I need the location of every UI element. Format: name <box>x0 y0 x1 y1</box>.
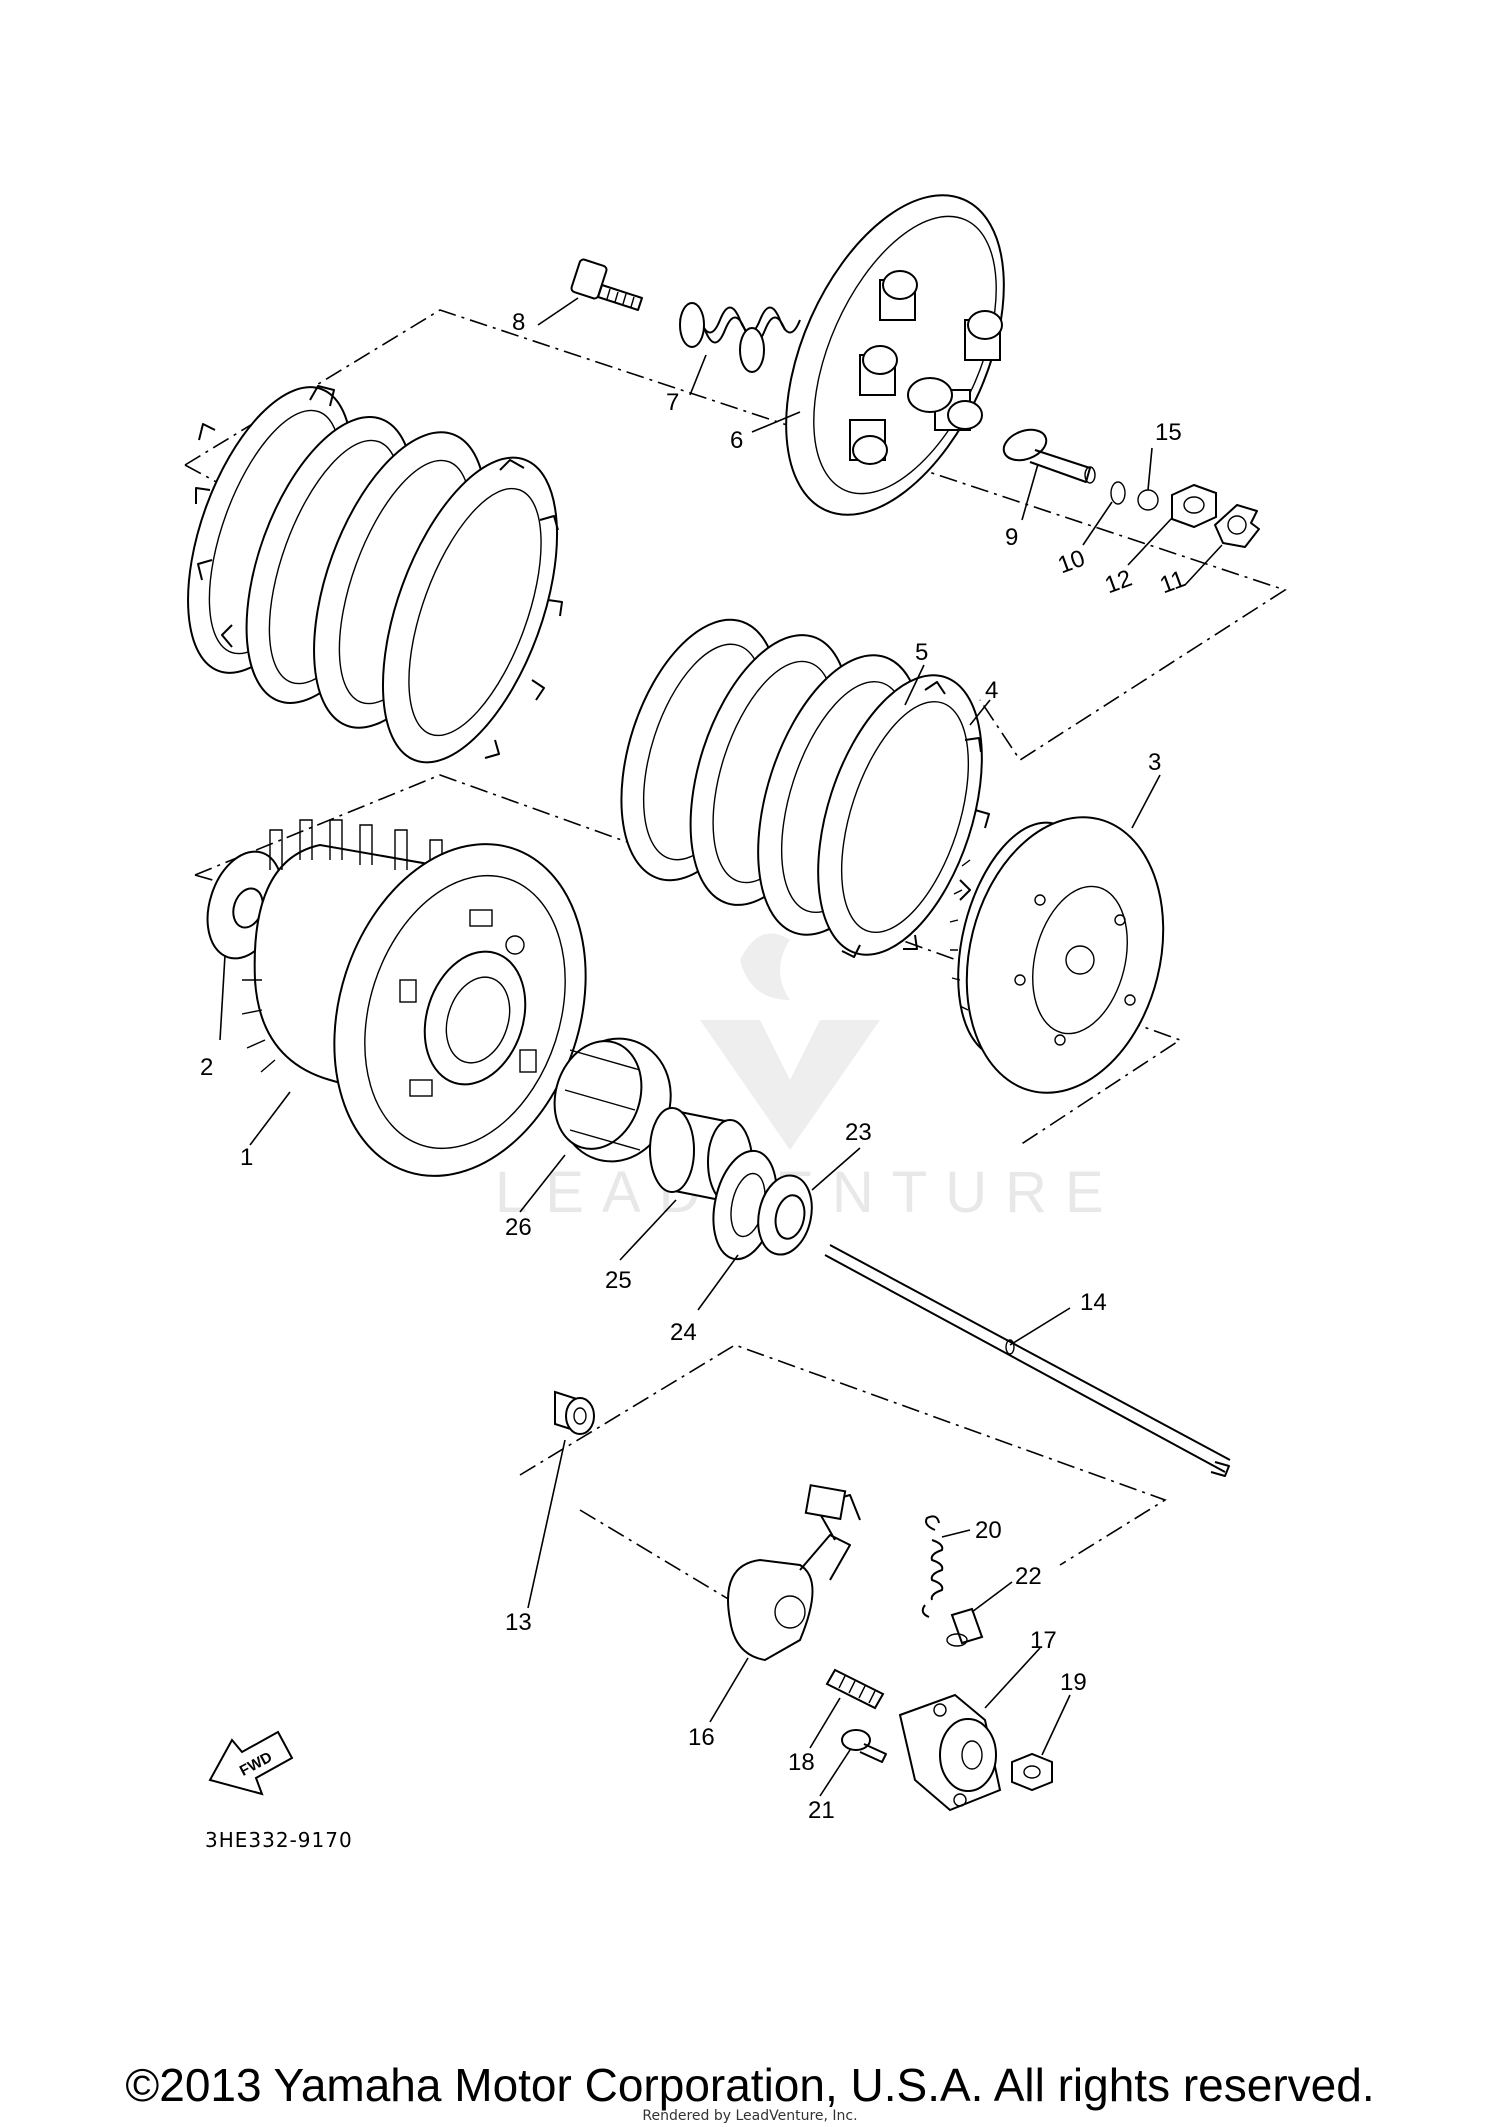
callout-20: 20 <box>975 1517 1002 1544</box>
rendered-by-credit: Rendered by LeadVenture, Inc. <box>642 2108 858 2124</box>
washer-23 <box>757 1174 813 1256</box>
callout-16: 16 <box>688 1724 715 1751</box>
callout-2: 2 <box>200 1054 213 1081</box>
callout-9: 9 <box>1005 524 1018 551</box>
ball-15 <box>1137 489 1159 511</box>
callout-12: 12 <box>1101 565 1135 600</box>
friction-plates-upper <box>187 385 563 764</box>
callout-19: 19 <box>1060 1669 1087 1696</box>
part-code: 3HE332-9170 <box>205 1828 353 1852</box>
callout-13: 13 <box>505 1609 532 1636</box>
spring-20 <box>921 1515 944 1618</box>
clutch-housing-1 <box>241 819 587 1177</box>
lock-washer-11 <box>1214 504 1260 548</box>
bearing-25 <box>649 1107 753 1205</box>
assembly-outlines <box>184 309 1287 1601</box>
push-lever-16 <box>727 1484 861 1662</box>
callout-17: 17 <box>1030 1627 1057 1654</box>
callout-25: 25 <box>605 1267 632 1294</box>
callout-22: 22 <box>1015 1563 1042 1590</box>
pin-22 <box>946 1607 984 1647</box>
callout-15: 15 <box>1155 419 1182 446</box>
nut-12 <box>1171 483 1217 529</box>
callout-10: 10 <box>1054 545 1088 580</box>
callout-4: 4 <box>985 677 998 704</box>
callout-14: 14 <box>1080 1289 1107 1316</box>
screw-21 <box>841 1729 887 1763</box>
one-way-clutch-26 <box>553 1037 672 1163</box>
callout-5: 5 <box>915 639 928 666</box>
callout-6: 6 <box>730 427 743 454</box>
push-rod-14 <box>824 1244 1231 1477</box>
callout-24: 24 <box>670 1319 697 1346</box>
adjusting-screw-18 <box>825 1668 885 1710</box>
primary-driven-gear-3 <box>949 816 1165 1094</box>
callout-18: 18 <box>788 1749 815 1776</box>
bolt-8 <box>570 258 643 311</box>
callout-23: 23 <box>845 1119 872 1146</box>
callout-3: 3 <box>1148 749 1161 776</box>
friction-plates-lower <box>620 618 990 958</box>
o-ring-10 <box>1110 481 1126 505</box>
callout-11: 11 <box>1156 565 1189 599</box>
copyright-notice: ©2013 Yamaha Motor Corporation, U.S.A. A… <box>125 2059 1375 2111</box>
nut-19 <box>1011 1752 1053 1792</box>
callout-21: 21 <box>808 1797 835 1824</box>
cover-17 <box>898 1693 1002 1812</box>
pressure-plate-6 <box>785 194 1005 516</box>
bearing-13 <box>554 1390 595 1435</box>
callout-8: 8 <box>512 309 525 336</box>
callout-1: 1 <box>240 1144 253 1171</box>
spring-7 <box>679 302 801 373</box>
fwd-arrow-icon: FWD <box>208 1730 294 1796</box>
callout-7: 7 <box>666 389 679 416</box>
callout-26: 26 <box>505 1214 532 1241</box>
leader-lines <box>219 297 1223 1797</box>
push-rod-9 <box>1002 428 1096 484</box>
